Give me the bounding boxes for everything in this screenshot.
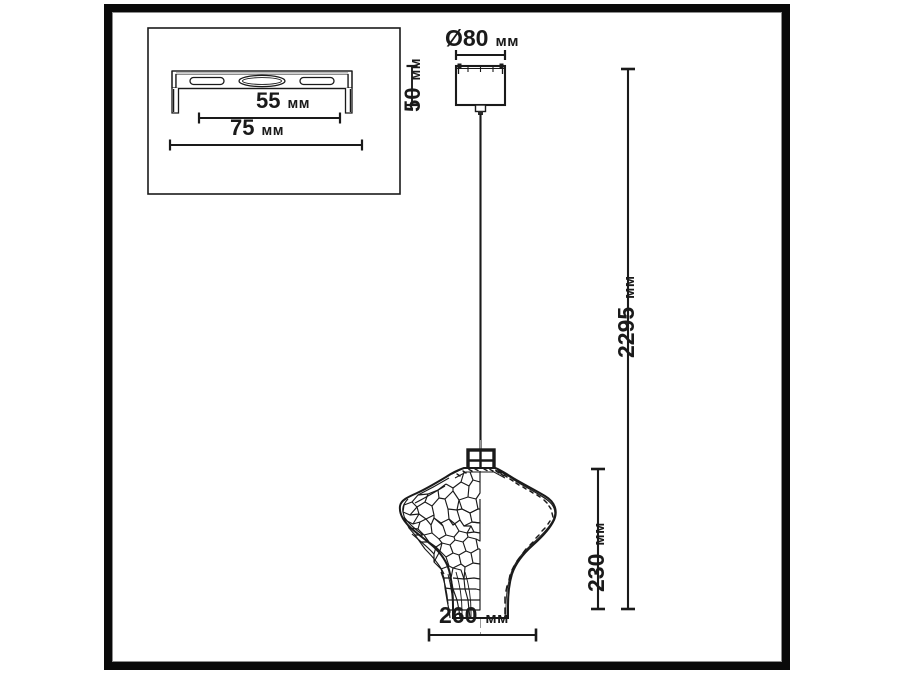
dimension-label-width-260: 260 мм xyxy=(439,604,509,627)
dimension-label-diameter-80: Ø80 мм xyxy=(445,27,519,50)
dimension-unit-55: мм xyxy=(287,96,310,112)
dimension-value-55: 55 xyxy=(256,88,281,113)
dimension-unit-230: мм xyxy=(591,522,608,546)
dimension-unit-75: мм xyxy=(261,123,284,139)
dimension-unit-260: мм xyxy=(485,610,509,627)
detail-view-frame xyxy=(147,27,401,195)
dimension-label-height-230: 230 мм xyxy=(583,522,609,592)
dimension-line-width-260 xyxy=(427,628,538,642)
dimension-label-75: 75 мм xyxy=(230,117,284,139)
dimension-label-55: 55 мм xyxy=(256,90,310,112)
dimension-unit-50: мм xyxy=(408,58,424,81)
mounting-bracket-drawing xyxy=(171,70,353,114)
dimension-value-260: 260 xyxy=(439,602,478,628)
shade-section-edge-hatch xyxy=(494,469,557,616)
dimension-line-height-230 xyxy=(591,467,605,611)
dimension-line-height-2295 xyxy=(621,67,635,611)
shade-outline xyxy=(398,467,557,619)
shade-crackle-texture xyxy=(402,471,481,619)
dimension-value-75: 75 xyxy=(230,115,255,140)
drawing-canvas: 55 мм 75 мм Ø80 мм 50 мм 2295 мм 230 мм 260 мм xyxy=(112,12,782,662)
canopy-drawing xyxy=(454,63,507,115)
dimension-value-diameter-80: Ø80 xyxy=(445,25,489,51)
dimension-unit-diameter-80: мм xyxy=(495,33,519,50)
dimension-value-230: 230 xyxy=(583,553,609,592)
dimension-line-55 xyxy=(197,112,342,124)
dimension-line-height-50 xyxy=(406,64,418,107)
dimension-line-75 xyxy=(168,139,364,151)
dimension-label-height-2295: 2295 мм xyxy=(613,275,639,358)
technical-drawing-svg xyxy=(147,27,635,642)
dimension-value-2295: 2295 xyxy=(613,306,639,358)
dimension-line-diameter-80 xyxy=(454,50,507,60)
dimension-value-50: 50 xyxy=(400,87,425,112)
dimension-unit-2295: мм xyxy=(621,275,638,299)
dimension-label-height-50: 50 мм xyxy=(400,58,425,112)
